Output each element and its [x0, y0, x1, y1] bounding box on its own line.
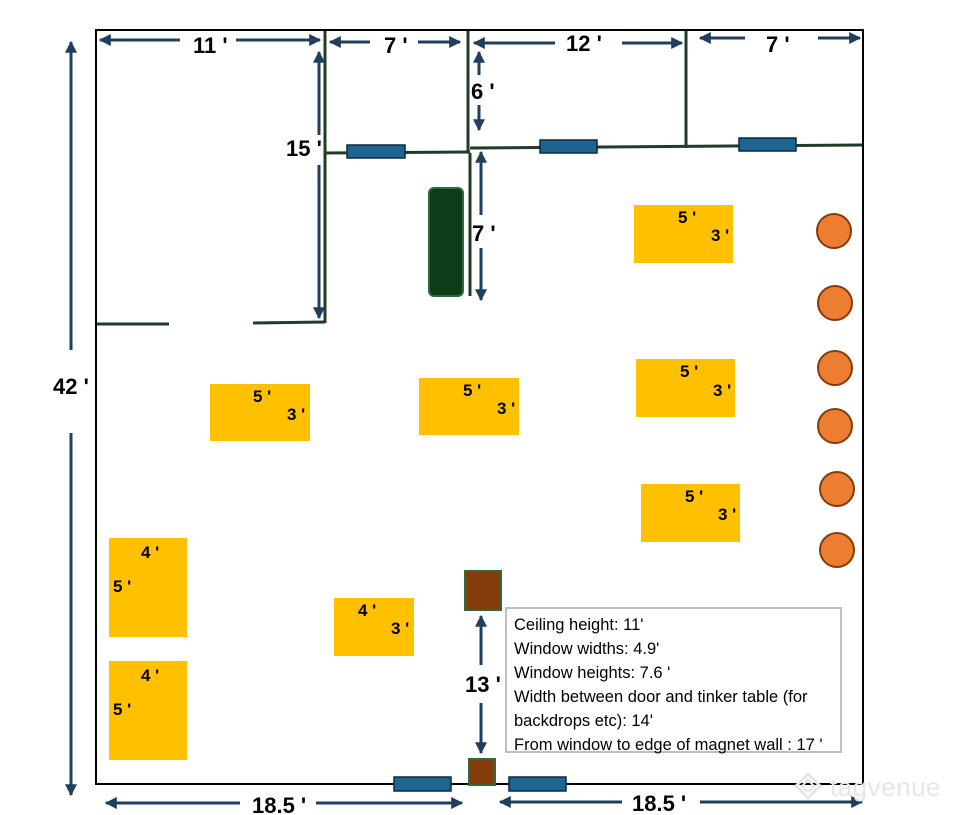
table-width: 3 ' — [718, 505, 736, 524]
dim-label: 7 ' — [766, 32, 790, 57]
table-width: 3 ' — [497, 399, 515, 418]
dimension-arrows — [65, 32, 864, 809]
window — [508, 776, 567, 792]
table: 4 ' 5 ' — [109, 538, 187, 637]
pillar — [464, 570, 502, 611]
window — [738, 137, 797, 152]
table-length: 5 ' — [678, 208, 696, 227]
table: 4 ' 3 ' — [334, 598, 414, 656]
round-table — [817, 285, 853, 321]
table: 5 ' 3 ' — [634, 205, 733, 263]
round-table — [816, 213, 852, 249]
table-length: 4 ' — [141, 666, 159, 685]
dim-label: 15 ' — [286, 136, 322, 161]
note-door-tinker-width-cont: backdrops etc): 14' — [514, 712, 653, 730]
round-table — [819, 471, 855, 507]
dim-label: 6 ' — [471, 79, 495, 104]
table: 4 ' 5 ' — [109, 661, 187, 760]
note-window-heights: Window heights: 7.6 ' — [514, 664, 671, 682]
table-width: 5 ' — [113, 700, 131, 719]
dim-label: 18.5 ' — [252, 793, 306, 815]
round-table — [817, 350, 853, 386]
round-table — [819, 532, 855, 568]
tables: 5 ' 3 ' 5 ' 3 ' 5 ' 3 ' 5 ' 3 ' 5 ' 3 ' … — [109, 205, 740, 760]
dim-label: 13 ' — [465, 672, 501, 697]
table-width: 3 ' — [287, 405, 305, 424]
note-ceiling-height: Ceiling height: 11' — [514, 616, 644, 634]
round-table — [817, 408, 853, 444]
table-length: 4 ' — [141, 543, 159, 562]
window — [539, 139, 598, 154]
notes-box: Ceiling height: 11' Window widths: 4.9' … — [505, 607, 842, 754]
dim-label: 42 ' — [53, 374, 89, 399]
note-window-magnet-wall: From window to edge of magnet wall : 17 … — [514, 736, 823, 754]
dim-label: 18.5 ' — [632, 791, 686, 815]
watermark: tagvenue — [790, 768, 955, 808]
table-width: 3 ' — [711, 226, 729, 245]
watermark-logo-icon — [793, 771, 823, 801]
dim-label: 11 ' — [193, 33, 228, 58]
window — [346, 144, 406, 159]
tinker-table — [428, 187, 464, 297]
table-width: 3 ' — [713, 381, 731, 400]
door-block — [468, 758, 496, 786]
table: 5 ' 3 ' — [636, 359, 735, 417]
note-door-tinker-width: Width between door and tinker table (for — [514, 688, 808, 706]
window — [393, 776, 452, 792]
table: 5 ' 3 ' — [210, 384, 310, 441]
watermark-text: tagvenue — [830, 772, 941, 802]
table: 5 ' 3 ' — [641, 484, 740, 542]
table-width: 3 ' — [391, 619, 409, 638]
table: 5 ' 3 ' — [419, 378, 519, 435]
windows — [346, 137, 797, 792]
dim-label: 12 ' — [566, 31, 602, 56]
table-length: 5 ' — [685, 487, 703, 506]
dim-label: 7 ' — [384, 33, 408, 58]
table-length: 5 ' — [463, 381, 481, 400]
table-width: 5 ' — [113, 577, 131, 596]
table-length: 5 ' — [680, 362, 698, 381]
table-length: 4 ' — [358, 601, 376, 620]
dim-label: 7 ' — [472, 221, 496, 246]
note-window-widths: Window widths: 4.9' — [514, 640, 660, 658]
table-length: 5 ' — [253, 387, 271, 406]
circle-tables — [816, 213, 855, 568]
dimension-labels: 11 ' 7 ' 12 ' 7 ' 6 ' 15 ' 7 ' 42 ' 13 '… — [53, 31, 790, 815]
